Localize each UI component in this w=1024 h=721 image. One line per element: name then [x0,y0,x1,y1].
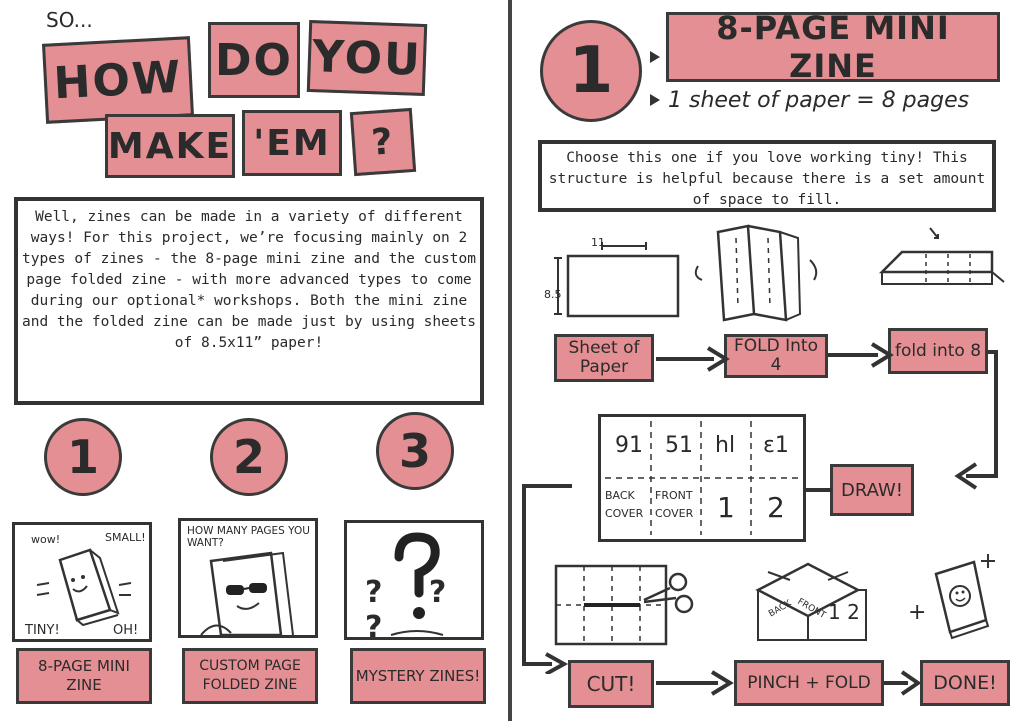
tiny-zine-icon [36,548,132,627]
grid-page-15: 51 [665,433,693,458]
description-text: Choose this one if you love working tiny… [548,150,986,208]
right-page: 1 8-PAGE MINI ZINE 1 sheet of paper = 8 … [510,0,1024,721]
title-word-you: YOU [306,19,428,97]
title-word-question: ? [349,107,417,177]
fold-into-8-drawing [878,227,1005,285]
panel1-wow: wow! [31,533,61,546]
panel2-caption: HOW MANY PAGES YOU WANT? [187,525,310,549]
title-word-em: 'EM [242,110,342,176]
connector-grid-to-cut [522,484,572,674]
bullet-arrow-icon-2 [650,94,660,106]
connector-3-to-draw [954,350,998,490]
bullet-arrow-icon [650,51,660,63]
custom-zine-panel: HOW MANY PAGES YOU WANT? [178,518,318,638]
type-label-custom: CUSTOM PAGE FOLDED ZINE [182,648,318,704]
intro-text-box: Well, zines can be made in a variety of … [14,197,484,405]
grid-front-cover: FRONT COVER [655,489,694,520]
panel1-oh: OH! [113,623,139,638]
step-fold-into-8: fold into 8 [888,328,988,374]
step-fold-into-4: FOLD Into 4 [724,334,828,378]
accordion-zine-icon [200,551,294,635]
pinch-fold-drawing [755,562,867,641]
title-word-how: HOW [42,36,194,124]
step-number-badge: 1 [540,20,642,122]
intro-text: Well, zines can be made in a variety of … [22,209,476,351]
step-pinch-fold: PINCH + FOLD [734,660,884,706]
number-3-badge: 3 [376,412,454,490]
kicker-text: SO... [46,8,93,32]
left-page: SO... HOW DO YOU MAKE 'EM ? Well, zines … [0,0,508,721]
mini-zine-panel: wow! SMALL! TINY! OH! [12,522,152,642]
finished-zine-drawing [934,554,995,640]
page-divider [508,0,512,721]
arrow-pinch-to-done [884,670,922,696]
title-word-make: MAKE [105,114,235,178]
page-layout-grid: 91 51 hl ɛ1 BACK COVER FRONT COVER 1 2 [598,414,806,542]
step-sheet-of-paper: Sheet of Paper [554,334,654,382]
arrow-draw-to-grid [806,488,832,492]
number-2-badge: 2 [210,418,288,496]
panel1-tiny: TINY! [25,623,60,638]
grid-lines [605,421,799,535]
panel1-small: SMALL! [105,531,146,544]
dimension-side: 8.5 [544,288,562,301]
mystery-zine-panel: ? ? ? [344,520,484,645]
arrow-2-to-3 [828,342,894,368]
dimension-top: 11 [591,236,605,249]
grid-back-cover: BACK COVER [605,489,644,520]
number-1-badge: 1 [44,418,122,496]
grid-page-2: 2 [767,491,785,524]
type-label-mini: 8-PAGE MINI ZINE [16,648,152,704]
grid-page-14: hl [715,433,736,458]
step-cut: CUT! [568,660,654,708]
mystery-question-icon [390,532,444,636]
sheet-of-paper-drawing [554,242,680,318]
cut-drawing [554,564,694,646]
grid-page-16: 91 [615,433,643,458]
zine-type-header: 8-PAGE MINI ZINE [666,9,1000,85]
step-draw: DRAW! [830,464,914,516]
plus-sign: + [908,600,927,625]
grid-page-13: ɛ1 [763,433,789,458]
zine-subheader: 1 sheet of paper = 8 pages [668,88,970,113]
fold-into-4-drawing [694,224,818,322]
pinch-pages-label: 1 2 [828,600,860,624]
grid-page-1: 1 [717,491,735,524]
description-box: Choose this one if you love working tiny… [538,140,996,212]
arrow-1-to-2 [656,346,730,372]
type-label-mystery: MYSTERY ZINES! [350,648,486,704]
panel3-question-marks: ? ? ? [365,575,465,645]
step-done: DONE! [920,660,1010,706]
title-word-do: DO [208,22,300,98]
arrow-cut-to-pinch [656,670,734,696]
